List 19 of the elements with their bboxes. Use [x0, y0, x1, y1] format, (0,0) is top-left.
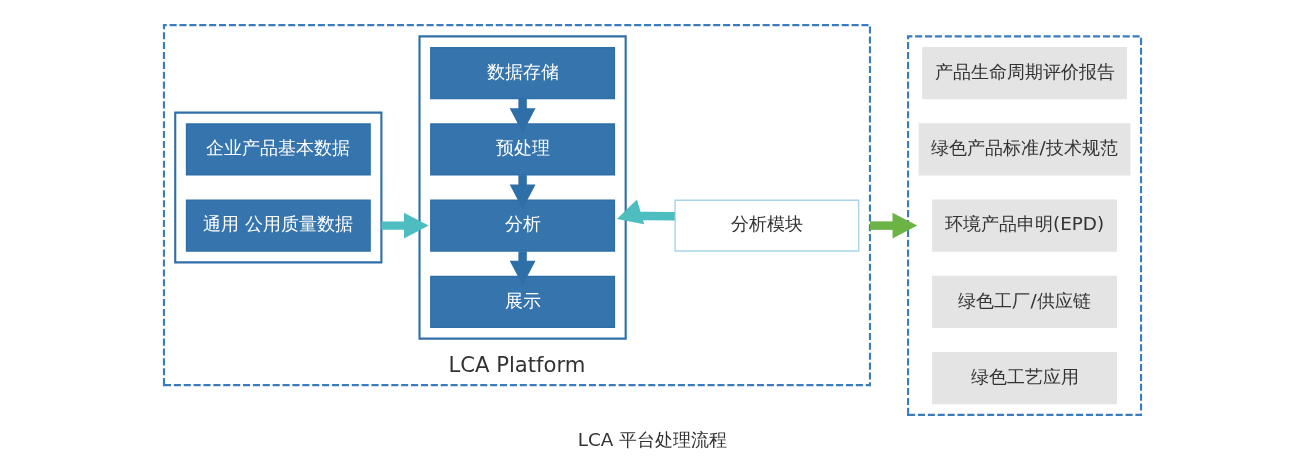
arrow [616, 199, 675, 225]
node-box: 预处理 [430, 123, 616, 176]
node-box: 绿色产品标准/技术规范 [918, 123, 1131, 176]
node-box: 展示 [430, 275, 616, 328]
node-box: 绿色工艺应用 [932, 352, 1118, 405]
node-box: 绿色工厂/供应链 [932, 275, 1118, 328]
node-box: 通用 公用质量数据 [185, 199, 371, 252]
node-box: 分析 [430, 199, 616, 252]
node-box: 数据存储 [430, 47, 616, 100]
node-box: 产品生命周期评价报告 [922, 47, 1127, 100]
cluster [907, 35, 1143, 416]
node-box: 分析模块 [674, 199, 860, 252]
cluster [418, 35, 627, 340]
cluster [174, 111, 383, 264]
node-box: 企业产品基本数据 [185, 123, 371, 176]
arrow [869, 212, 918, 239]
arrow [381, 212, 429, 239]
node-box: 环境产品申明(EPD) [932, 199, 1118, 252]
caption: LCA 平台处理流程 [577, 429, 728, 451]
